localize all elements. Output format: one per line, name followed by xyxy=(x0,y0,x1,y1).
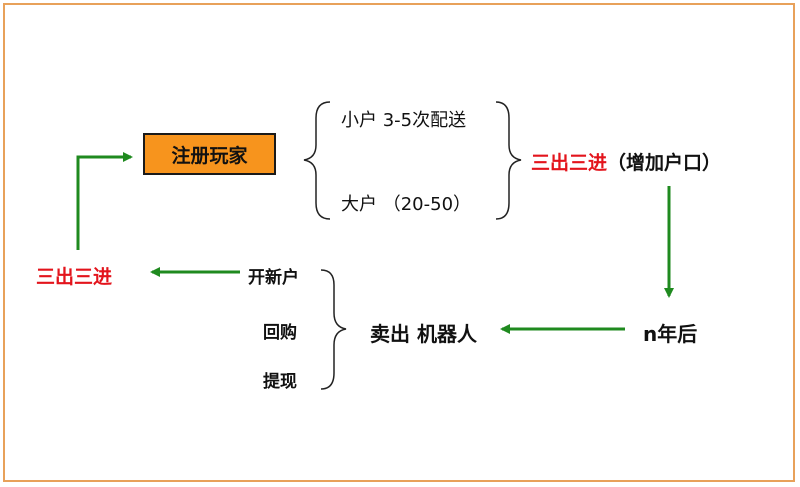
brace-right-bottom xyxy=(320,269,347,390)
option-buyback: 回购 xyxy=(263,323,297,343)
delivery-small-label: 小户 3-5次配送 xyxy=(341,110,467,131)
register-player-label: 注册玩家 xyxy=(171,144,248,167)
three-out-three-in-right-text: 三出三进 xyxy=(531,152,608,174)
n-years-later-label: n年后 xyxy=(643,322,698,346)
three-out-three-in-left: 三出三进 xyxy=(36,266,113,288)
delivery-large-label: 大户 （20-50） xyxy=(341,194,472,215)
brace-left-top xyxy=(303,101,331,220)
sell-robot-label: 卖出 机器人 xyxy=(370,322,477,346)
increase-accounts-text: （增加户口） xyxy=(607,152,722,174)
register-player-box: 注册玩家 xyxy=(143,133,276,175)
diagram-frame xyxy=(3,3,795,482)
brace-right-top xyxy=(495,101,522,220)
three-out-three-in-right: 三出三进（增加户口） xyxy=(531,148,721,175)
option-open-new-account: 开新户 xyxy=(248,268,299,288)
option-withdraw: 提现 xyxy=(263,372,297,392)
arrow-to-register xyxy=(76,152,133,250)
